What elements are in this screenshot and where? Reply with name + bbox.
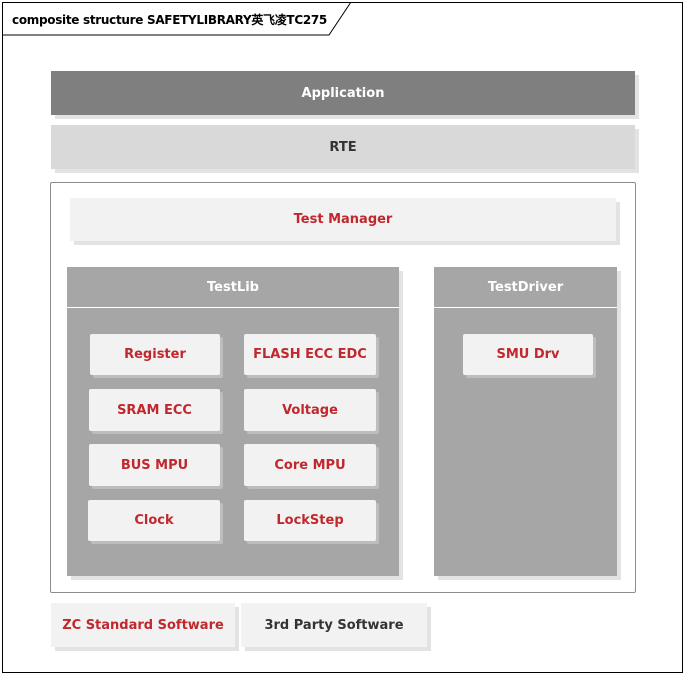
testlib-item-voltage[interactable]: Voltage [244,389,376,431]
diagram-title-tab: composite structure SAFETYLIBRARY英飞凌TC27… [2,2,352,36]
test-manager-block[interactable]: Test Manager [70,198,616,241]
testlib-item-sram-ecc[interactable]: SRAM ECC [89,389,220,431]
title-tab-outline [2,2,352,36]
testdriver-title: TestDriver [434,267,617,308]
testlib-item-clock[interactable]: Clock [88,500,220,541]
zc-standard-software-block[interactable]: ZC Standard Software [51,603,235,647]
rte-layer[interactable]: RTE [51,125,635,169]
testlib-item-core-mpu[interactable]: Core MPU [244,444,376,486]
testdriver-item-smu-drv[interactable]: SMU Drv [463,334,593,375]
diagram-title: composite structure SAFETYLIBRARY英飞凌TC27… [12,13,327,27]
testlib-item-flash-ecc-edc[interactable]: FLASH ECC EDC [244,334,376,375]
testlib-item-bus-mpu[interactable]: BUS MPU [89,444,220,486]
application-layer[interactable]: Application [51,71,635,115]
third-party-software-block[interactable]: 3rd Party Software [241,603,427,647]
testdriver-panel[interactable]: TestDriver [434,267,617,576]
testlib-title: TestLib [67,267,399,308]
testlib-item-lockstep[interactable]: LockStep [244,500,376,541]
testlib-item-register[interactable]: Register [90,334,220,375]
